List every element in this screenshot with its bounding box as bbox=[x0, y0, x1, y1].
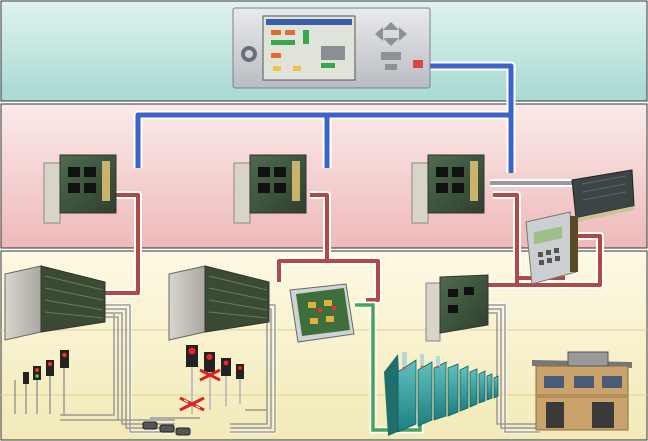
keypad-terminal bbox=[525, 211, 578, 285]
point-machines bbox=[142, 421, 191, 436]
card-rack-2 bbox=[168, 265, 270, 341]
cpu-card-1 bbox=[43, 154, 117, 224]
navigation-keypad-icon bbox=[375, 22, 407, 70]
operator-console-panel bbox=[232, 7, 431, 89]
railway-signals bbox=[14, 350, 69, 416]
ticket-gates bbox=[384, 352, 499, 436]
card-rack-3 bbox=[425, 274, 489, 342]
card-rack-1 bbox=[4, 265, 106, 341]
cpu-card-2 bbox=[233, 154, 307, 224]
station-building bbox=[532, 351, 632, 431]
expansion-module bbox=[571, 169, 635, 222]
io-board bbox=[289, 283, 355, 343]
crossing-signals bbox=[179, 345, 244, 414]
blue-network-links bbox=[133, 61, 516, 173]
cpu-card-3 bbox=[411, 154, 485, 224]
